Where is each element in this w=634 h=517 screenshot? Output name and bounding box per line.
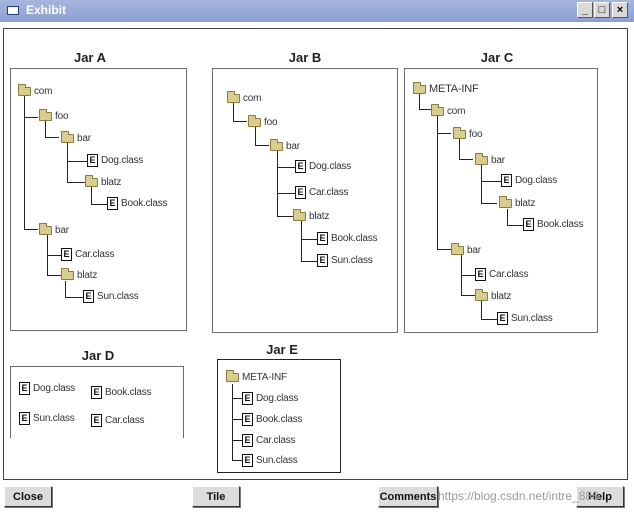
class-file-icon: E [107,196,118,210]
folder-icon [453,126,466,139]
jar-b-folder-blatz[interactable]: blatz [293,208,329,223]
jar-c-folder-bar[interactable]: bar [451,242,481,257]
window-icon [7,6,19,15]
window-title: Exhibit [26,3,67,17]
class-file-icon: E [242,412,253,426]
comments-button[interactable]: Comments [378,486,438,507]
class-file-icon: E [242,433,253,447]
close-button[interactable]: Close [4,486,52,507]
folder-icon [18,83,31,96]
folder-icon [39,222,52,235]
folder-icon [413,81,426,94]
jar-a-folder-foo[interactable]: foo [39,108,69,123]
title-bar: Exhibit _ □ × [0,0,634,22]
close-window-button[interactable]: × [612,2,628,18]
jar-e-label: Jar E [266,342,298,357]
jar-a-folder-blatz[interactable]: blatz [85,174,121,189]
class-file-icon: E [317,231,328,245]
class-file-icon: E [242,391,253,405]
class-file-icon: E [91,385,102,399]
jar-c-folder-bar-blatz[interactable]: blatz [475,288,511,303]
folder-icon [85,174,98,187]
class-file-icon: E [317,253,328,267]
help-button[interactable]: Help [576,486,624,507]
jar-b-folder-foo[interactable]: foo [248,114,278,129]
class-file-icon: E [91,413,102,427]
class-file-icon: E [497,311,508,325]
folder-icon [61,130,74,143]
jar-a-folder-com[interactable]: com [18,83,53,98]
folder-icon [293,208,306,221]
jar-c-folder-foo[interactable]: foo [453,126,483,141]
jar-b-label: Jar B [288,50,322,65]
tile-button[interactable]: Tile [192,486,240,507]
jar-b-folder-bar[interactable]: bar [270,138,300,153]
jar-c-folder-foo-bar[interactable]: bar [475,152,505,167]
jar-a-folder-bar-blatz[interactable]: blatz [61,267,97,282]
folder-icon [431,103,444,116]
folder-icon [248,114,261,127]
class-file-icon: E [501,173,512,187]
jar-c-folder-blatz[interactable]: blatz [499,195,535,210]
class-file-icon: E [61,247,72,261]
folder-icon [61,267,74,280]
minimize-button[interactable]: _ [577,2,593,18]
folder-icon [39,108,52,121]
folder-icon [226,369,239,382]
folder-icon [475,152,488,165]
class-file-icon: E [19,381,30,395]
class-file-icon: E [295,185,306,199]
jar-b-folder-com[interactable]: com [227,90,262,105]
folder-icon [475,288,488,301]
jar-a-folder-foo-bar[interactable]: bar [61,130,91,145]
maximize-button[interactable]: □ [594,2,610,18]
jar-a-folder-bar[interactable]: bar [39,222,69,237]
class-file-icon: E [475,267,486,281]
watermark-text: https://blog.csdn.net/intre_888 [438,489,599,503]
jar-e-folder-meta-inf[interactable]: META-INF [226,369,287,384]
jar-a-label: Jar A [73,50,107,65]
class-file-icon: E [83,289,94,303]
jar-d-label: Jar D [81,348,115,363]
jar-c-folder-meta-inf[interactable]: META-INF [413,81,479,96]
class-file-icon: E [295,159,306,173]
folder-icon [270,138,283,151]
folder-icon [499,195,512,208]
jar-c-label: Jar C [480,50,514,65]
class-file-icon: E [523,217,534,231]
folder-icon [451,242,464,255]
class-file-icon: E [19,411,30,425]
class-file-icon: E [87,153,98,167]
jar-c-folder-com[interactable]: com [431,103,466,118]
class-file-icon: E [242,453,253,467]
exhibit-frame [3,28,628,480]
folder-icon [227,90,240,103]
